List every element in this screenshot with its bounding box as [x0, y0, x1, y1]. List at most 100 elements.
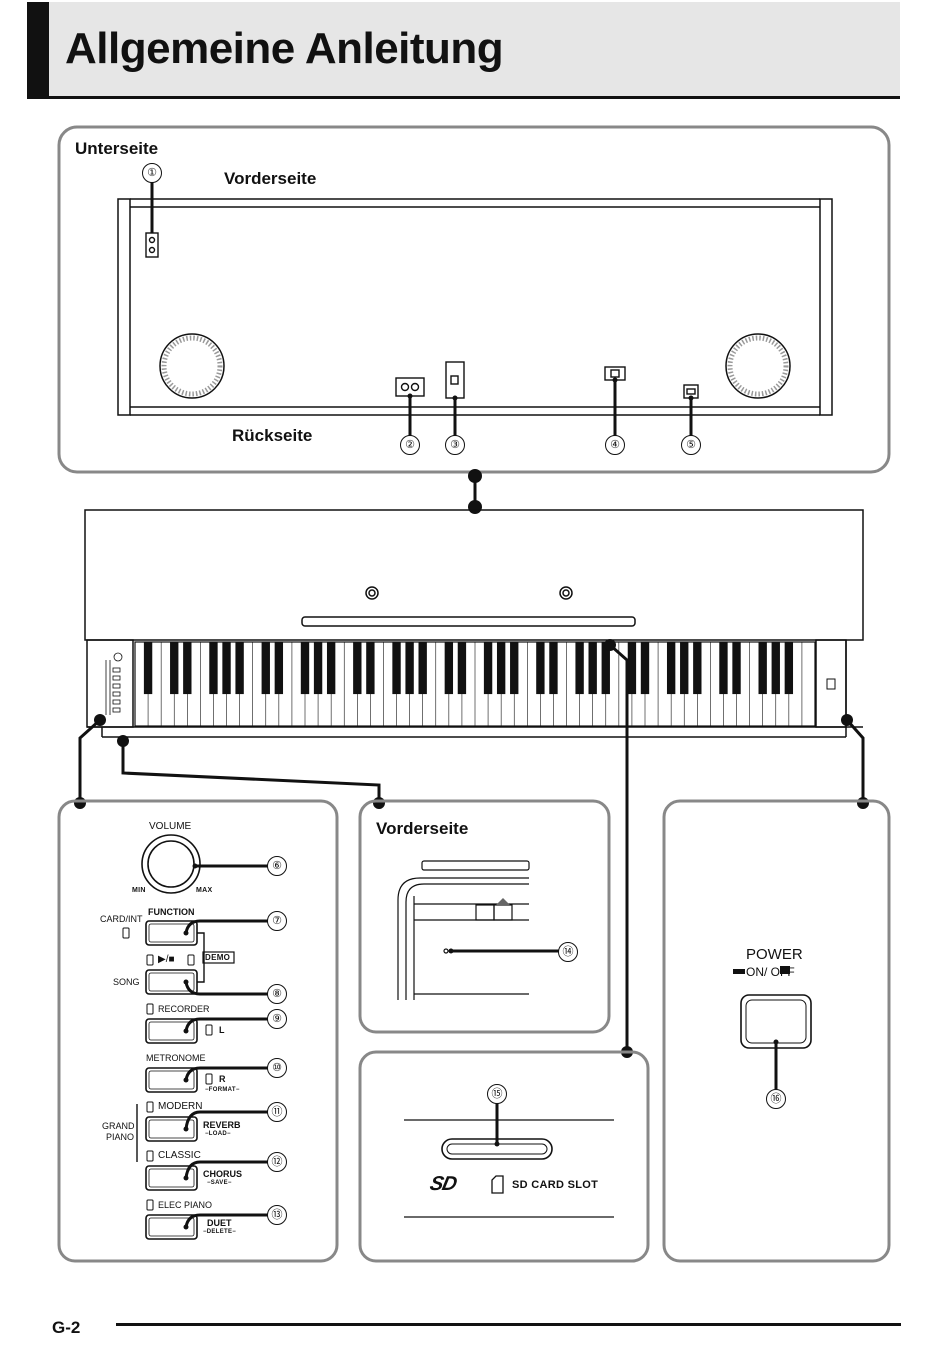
callout-11: ⑪ [267, 1102, 287, 1122]
black-key [444, 642, 454, 695]
sd-logo: SD [427, 1173, 459, 1195]
black-key [222, 642, 231, 695]
callout-14: ⑭ [558, 942, 578, 962]
metronome-label: METRONOME [146, 1053, 206, 1063]
power-terminal [445, 361, 465, 399]
power-panel-frame [662, 799, 891, 1263]
callout-6: ⑥ [267, 856, 287, 876]
black-key [549, 642, 558, 695]
black-key [326, 642, 336, 695]
bottom-view-cabinet [117, 198, 833, 416]
black-key [143, 642, 153, 695]
function-label: FUNCTION [148, 907, 195, 917]
load-label: −LOAD− [205, 1131, 231, 1137]
black-key [366, 642, 375, 695]
bottom-view-heading: Unterseite [75, 139, 159, 158]
pedal-jacks [395, 377, 425, 397]
black-key [235, 642, 244, 695]
black-key [183, 642, 192, 695]
reverb-label: REVERB [203, 1120, 241, 1130]
on-off-label: ON/ OFF [746, 965, 795, 979]
black-key [418, 642, 427, 695]
sd-card-slot-label: SD CARD SLOT [512, 1179, 599, 1191]
black-key [274, 642, 284, 695]
footer-rule [116, 1323, 901, 1326]
duet-label: DUET [207, 1218, 232, 1228]
speaker-grille-right [725, 333, 791, 399]
black-key [666, 642, 676, 695]
right-track-label: R [219, 1074, 226, 1084]
front-view-heading: Vorderseite [376, 819, 469, 838]
classic-label: CLASSIC [158, 1150, 201, 1161]
callout-15: ⑮ [487, 1084, 507, 1104]
black-key [719, 642, 728, 695]
page-header: Allgemeine Anleitung [27, 2, 900, 99]
callout-3: ③ [445, 435, 465, 455]
callout-16: ⑯ [766, 1089, 786, 1109]
page-number: G-2 [52, 1318, 81, 1337]
bottom-view-panel [57, 125, 891, 474]
black-key [313, 642, 323, 695]
power-label: POWER [746, 946, 803, 963]
grand-label: GRAND [102, 1121, 135, 1131]
black-key [457, 642, 467, 695]
headphone-jacks [145, 232, 159, 258]
piano-keyboard [134, 641, 816, 727]
header-accent-bar [27, 2, 49, 99]
callout-1: ① [142, 163, 162, 183]
control-panel-frame [57, 799, 339, 1263]
black-key [601, 642, 610, 695]
demo-label: DEMO [205, 953, 231, 962]
black-key [575, 642, 584, 695]
black-key [353, 642, 362, 695]
sd-slot-frame [358, 1050, 650, 1263]
song-label: SONG [113, 977, 140, 987]
black-key [392, 642, 401, 695]
front-view-frame [358, 799, 611, 1034]
callout-10: ⑩ [267, 1058, 287, 1078]
front-side-label: Vorderseite [224, 169, 317, 188]
front-view-drawing [397, 860, 530, 1000]
callout-2: ② [400, 435, 420, 455]
black-key [732, 642, 741, 695]
callout-9: ⑨ [267, 1009, 287, 1029]
black-key [510, 642, 519, 695]
delete-label: −DELETE− [203, 1229, 237, 1235]
callout-7: ⑦ [267, 911, 287, 931]
black-key [693, 642, 702, 695]
sd-card-icon [491, 1175, 504, 1194]
save-label: −SAVE− [207, 1180, 232, 1186]
black-key [680, 642, 689, 695]
callout-13: ⑬ [267, 1205, 287, 1225]
callout-4: ④ [605, 435, 625, 455]
black-key [627, 642, 637, 695]
callout-12: ⑫ [267, 1152, 287, 1172]
callout-5: ⑤ [681, 435, 701, 455]
black-key [640, 642, 650, 695]
play-stop-label: ▶/■ [158, 954, 175, 965]
page-title: Allgemeine Anleitung [65, 24, 504, 73]
elec-piano-label: ELEC PIANO [158, 1200, 213, 1210]
piano-cabinet [84, 509, 864, 738]
left-track-label: L [219, 1025, 225, 1035]
volume-knob [141, 834, 201, 894]
recorder-label: RECORDER [158, 1004, 210, 1014]
chorus-label: CHORUS [203, 1169, 243, 1179]
black-key [496, 642, 506, 695]
modern-label: MODERN [158, 1101, 203, 1112]
format-label: −FORMAT− [205, 1087, 240, 1093]
panel-buttons [145, 920, 198, 1240]
black-key [483, 642, 493, 695]
black-key [771, 642, 780, 695]
left-control-strip [105, 652, 123, 715]
black-key [758, 642, 767, 695]
black-key [405, 642, 414, 695]
black-key [536, 642, 545, 695]
black-key [209, 642, 218, 695]
volume-label: VOLUME [149, 821, 192, 832]
black-key [784, 642, 794, 695]
piano-label: PIANO [106, 1132, 135, 1142]
speaker-grille-left [159, 333, 225, 399]
black-key [261, 642, 270, 695]
